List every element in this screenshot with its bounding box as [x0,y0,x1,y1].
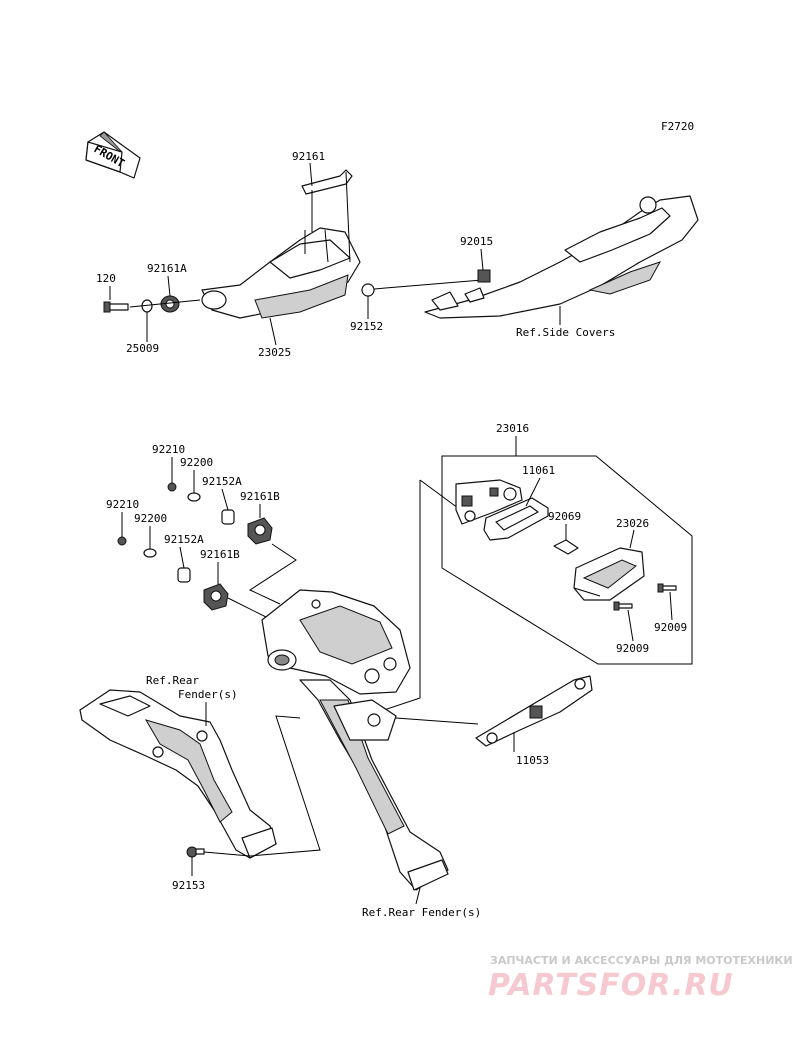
label-ref-rear-fender-2: Fender(s) [178,688,238,701]
label-ref-side-covers: Ref.Side Covers [516,326,615,339]
figure-code: F2720 [661,120,694,133]
label-92152-top: 92152 [350,320,383,333]
part-92069-bulb [553,539,579,555]
label-92161A: 92161A [147,262,187,275]
label-92161B-b: 92161B [200,548,240,561]
part-92200-washer-a [187,492,201,502]
rear-fender-left [79,689,277,859]
front-arrow-icon: FRONT [85,131,141,179]
part-92152A-collar-a [221,509,235,525]
part-92210-nut-b [117,536,127,546]
rear-fender-bracket [261,589,449,891]
part-92015-nut [477,269,491,283]
watermark-logo: PARTSFOR.RU [488,968,734,1003]
part-lamp-socket [455,479,523,525]
side-cover [424,195,699,319]
label-92015: 92015 [460,235,493,248]
part-92210-nut-a [167,482,177,492]
label-92152A-b: 92152A [164,533,204,546]
part-92200-washer-b [143,548,157,558]
label-11061: 11061 [522,464,555,477]
label-92009-a: 92009 [654,621,687,634]
part-23025-housing [201,227,361,319]
label-ref-rear-fender-1: Ref.Rear [146,674,199,687]
label-ref-rear-fender-bottom: Ref.Rear Fender(s) [362,906,481,919]
label-11053: 11053 [516,754,549,767]
part-92161B-grommet-a [247,517,273,545]
part-92161A-grommet [160,295,180,313]
label-120: 120 [96,272,116,285]
label-23026: 23026 [616,517,649,530]
label-92009-b: 92009 [616,642,649,655]
part-120-screw [103,286,129,313]
label-92161B-a: 92161B [240,490,280,503]
label-23025: 23025 [258,346,291,359]
label-92200-b: 92200 [134,512,167,525]
label-92152A-a: 92152A [202,475,242,488]
label-25009: 25009 [126,342,159,355]
label-92161: 92161 [292,150,325,163]
part-11061-gasket [483,497,549,541]
label-92210-b: 92210 [106,498,139,511]
label-92069: 92069 [548,510,581,523]
part-23026-lens [573,547,645,601]
part-92009-screw-b [613,601,633,611]
part-92009-screw-a [657,583,677,593]
label-92210-a: 92210 [152,443,185,456]
part-92152-collar [361,283,375,297]
part-11053-plate-bracket [475,675,593,747]
label-23016: 23016 [496,422,529,435]
watermark-top-text: ЗАПЧАСТИ И АКСЕССУАРЫ ДЛЯ МОТОТЕХНИКИ [490,954,793,967]
part-92161-bracket [301,169,353,263]
part-92152A-collar-b [177,567,191,583]
label-92200-a: 92200 [180,456,213,469]
part-92153-bolt [186,846,205,858]
label-92153: 92153 [172,879,205,892]
part-92161B-grommet-b [203,583,229,611]
